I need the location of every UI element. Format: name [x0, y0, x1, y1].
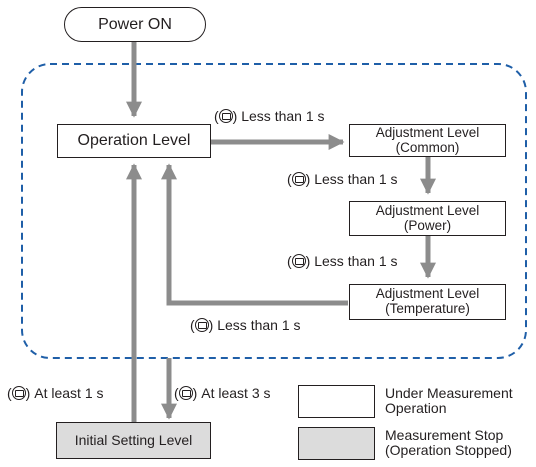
mode-key-icon: [178, 386, 193, 400]
node-adjustment-temperature: Adjustment Level (Temperature): [349, 284, 506, 320]
open-paren: (: [190, 317, 195, 333]
arrow-temperature-to-operation: [160, 163, 348, 306]
edge-label-power-to-temperature: () Less than 1 s: [287, 254, 398, 268]
legend-gray-line2: (Operation Stopped): [385, 441, 512, 458]
legend-gray-line1: Measurement Stop: [385, 427, 504, 443]
close-paren: ): [305, 253, 311, 269]
node-initial-setting-level: Initial Setting Level: [56, 422, 211, 459]
legend-swatch-gray: [298, 427, 375, 460]
open-paren: (: [7, 385, 12, 401]
open-paren: (: [287, 171, 292, 187]
measurement-region-border: [21, 63, 527, 359]
node-adjustment-common: Adjustment Level (Common): [349, 124, 506, 157]
edge-label-common-to-power: () Less than 1 s: [287, 172, 398, 186]
edge-label-text: Less than 1 s: [217, 317, 301, 333]
mode-key-icon: [194, 318, 209, 332]
mode-key-icon: [291, 254, 306, 268]
close-paren: ): [232, 108, 238, 124]
legend-label-white: Under Measurement Operation: [385, 386, 513, 415]
edge-label-text: At least 1 s: [34, 385, 104, 401]
open-paren: (: [174, 385, 179, 401]
node-adjustment-power-title: Adjustment Level: [375, 202, 480, 218]
node-adjustment-common-title: Adjustment Level: [375, 124, 480, 140]
node-adjustment-temperature-title: Adjustment Level: [375, 286, 480, 302]
close-paren: ): [192, 385, 198, 401]
legend-white-line2: Operation: [385, 399, 447, 416]
edge-label-initial-to-operation: () At least 1 s: [7, 386, 104, 400]
edge-label-temperature-to-operation: () Less than 1 s: [190, 318, 301, 332]
mode-key-icon: [218, 109, 233, 123]
legend-white-line1: Under Measurement: [385, 385, 513, 401]
node-initial-setting-label: Initial Setting Level: [74, 431, 193, 448]
legend-label-gray: Measurement Stop (Operation Stopped): [385, 428, 512, 457]
edge-label-text: At least 3 s: [201, 385, 271, 401]
legend-swatch-white: [298, 385, 375, 418]
edge-label-text: Less than 1 s: [314, 253, 398, 269]
open-paren: (: [214, 108, 219, 124]
node-power-on-label: Power ON: [98, 15, 172, 33]
node-adjustment-temperature-subtitle: (Temperature): [385, 301, 470, 316]
node-operation-level: Operation Level: [57, 124, 211, 158]
open-paren: (: [287, 253, 292, 269]
edge-label-operation-to-common: () Less than 1 s: [214, 109, 325, 123]
edge-label-operation-to-initial: () At least 3 s: [174, 386, 271, 400]
node-operation-level-label: Operation Level: [77, 132, 191, 150]
mode-key-icon: [291, 172, 306, 186]
close-paren: ): [208, 317, 214, 333]
node-power-on: Power ON: [64, 7, 206, 42]
mode-key-icon: [11, 386, 26, 400]
node-adjustment-common-subtitle: (Common): [395, 139, 460, 155]
node-adjustment-power-subtitle: (Power): [403, 217, 452, 233]
edge-label-text: Less than 1 s: [241, 108, 325, 124]
edge-label-text: Less than 1 s: [314, 171, 398, 187]
node-adjustment-power: Adjustment Level (Power): [349, 201, 506, 236]
close-paren: ): [305, 171, 311, 187]
close-paren: ): [25, 385, 31, 401]
